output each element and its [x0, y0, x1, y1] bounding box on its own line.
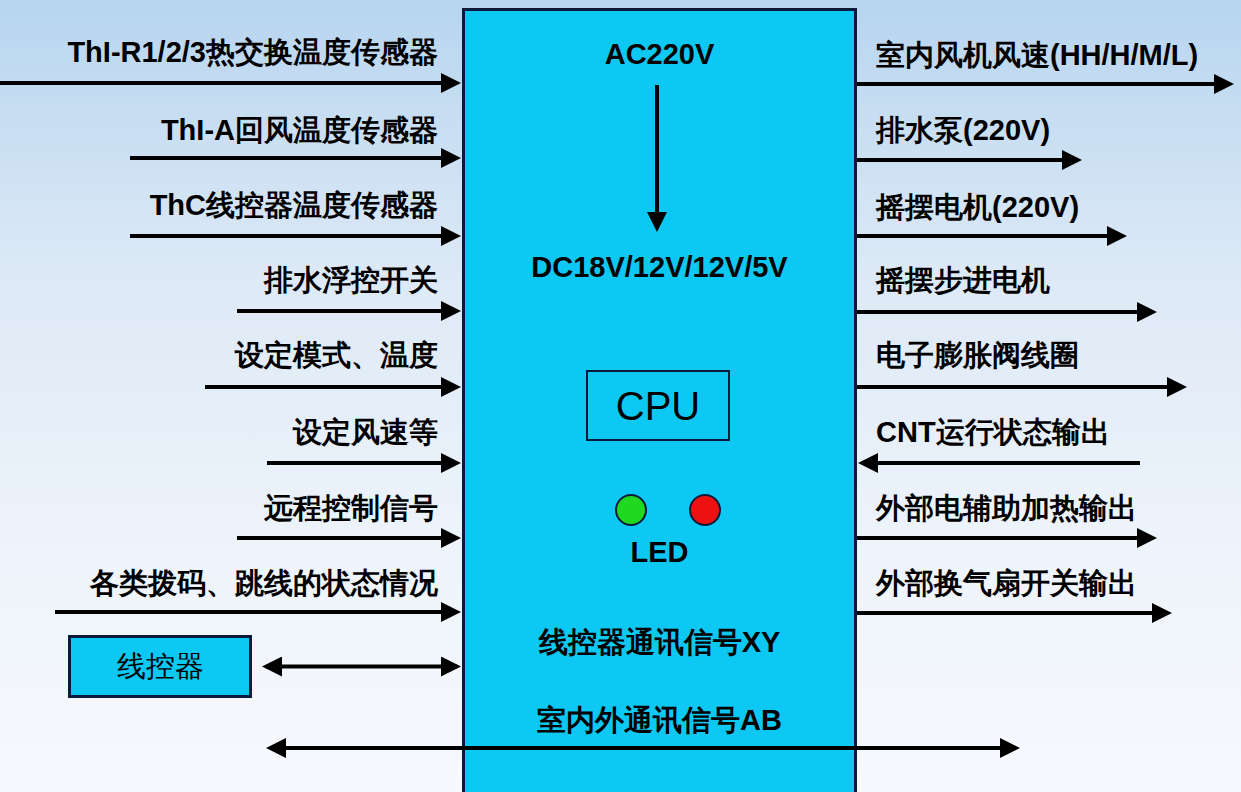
- output-signal: 室内风机风速(HH/H/M/L): [876, 38, 1198, 72]
- output-signal: CNT运行状态输出: [876, 415, 1110, 449]
- input-arrow: [130, 234, 457, 238]
- input-signal: 远程控制信号: [264, 491, 438, 525]
- connector-arrow: [266, 665, 457, 669]
- output-signal: 电子膨胀阀线圈: [876, 338, 1079, 372]
- input-signal: 设定模式、温度: [235, 338, 438, 372]
- input-arrow: [237, 536, 457, 540]
- power-arrow: [655, 85, 659, 228]
- output-arrow: [857, 234, 1123, 238]
- input-arrow: [55, 610, 457, 614]
- input-arrow: [130, 156, 457, 160]
- box-text: 室内外通讯信号AB: [465, 704, 854, 737]
- box-text: 线控器: [117, 650, 204, 683]
- input-signal: 设定风速等: [293, 415, 438, 449]
- input-arrow: [267, 461, 457, 465]
- input-arrow: [0, 81, 457, 85]
- bus-arrow: [270, 746, 1016, 750]
- output-arrow: [857, 385, 1183, 389]
- output-arrow: [857, 310, 1153, 314]
- input-arrow: [862, 461, 1140, 465]
- box-text: CPU: [616, 383, 700, 429]
- input-signal: ThI-R1/2/3热交换温度传感器: [67, 35, 438, 69]
- output-signal: 排水泵(220V): [876, 113, 1050, 147]
- cpu-box: CPU: [586, 370, 730, 441]
- box-text: LED: [465, 536, 854, 569]
- input-signal: 排水浮控开关: [264, 263, 438, 297]
- input-signal: ThC线控器温度传感器: [150, 188, 438, 222]
- led-red: [690, 495, 720, 525]
- output-arrow: [857, 82, 1230, 86]
- output-signal: 摇摆步进电机: [876, 263, 1050, 297]
- input-signal: ThI-A回风温度传感器: [161, 113, 438, 147]
- output-arrow: [857, 536, 1153, 540]
- input-signal: 各类拨码、跳线的状态情况: [90, 566, 438, 600]
- box-text: 线控器通讯信号XY: [465, 626, 854, 659]
- output-arrow: [857, 611, 1168, 615]
- output-signal: 摇摆电机(220V): [876, 190, 1079, 224]
- box-text: DC18V/12V/12V/5V: [465, 251, 854, 284]
- output-signal: 外部换气扇开关输出: [876, 566, 1137, 600]
- output-arrow: [857, 158, 1078, 162]
- input-arrow: [205, 385, 457, 389]
- control-board: AC220V DC18V/12V/12V/5V LED 线控器通讯信号XY 室内外通讯信…: [462, 8, 857, 792]
- controller-box: 线控器: [68, 635, 252, 698]
- input-arrow: [237, 309, 457, 313]
- output-signal: 外部电辅助加热输出: [876, 491, 1137, 525]
- box-text: AC220V: [465, 38, 854, 71]
- led-green: [616, 495, 646, 525]
